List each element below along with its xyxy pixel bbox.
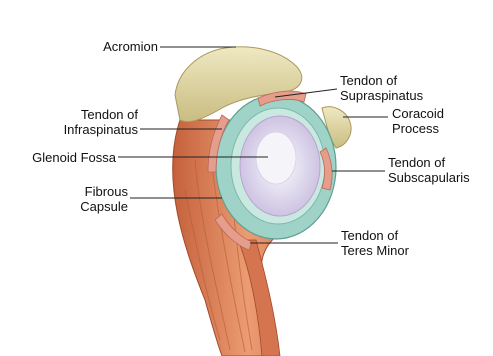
label-capsule-line2: Capsule [60, 199, 128, 214]
label-supraspinatus-line2: Supraspinatus [340, 88, 423, 103]
label-coracoid-line2: Process [392, 121, 444, 136]
label-teres: Tendon of Teres Minor [341, 228, 409, 258]
label-supraspinatus-line1: Tendon of [340, 73, 423, 88]
label-glenoid-text: Glenoid Fossa [2, 150, 116, 165]
label-subscapularis-line2: Subscapularis [388, 170, 470, 185]
label-acromion-text: Acromion [84, 39, 158, 54]
label-infraspinatus-line1: Tendon of [40, 107, 138, 122]
glenoid-center [256, 132, 296, 184]
label-glenoid: Glenoid Fossa [2, 150, 116, 165]
label-subscapularis-line1: Tendon of [388, 155, 470, 170]
label-infraspinatus-line2: Infraspinatus [40, 122, 138, 137]
label-capsule: Fibrous Capsule [60, 184, 128, 214]
label-coracoid-line1: Coracoid [392, 106, 444, 121]
label-teres-line2: Teres Minor [341, 243, 409, 258]
label-subscapularis: Tendon of Subscapularis [388, 155, 470, 185]
label-supraspinatus: Tendon of Supraspinatus [340, 73, 423, 103]
label-acromion: Acromion [84, 39, 158, 54]
label-teres-line1: Tendon of [341, 228, 409, 243]
label-capsule-line1: Fibrous [60, 184, 128, 199]
label-infraspinatus: Tendon of Infraspinatus [40, 107, 138, 137]
label-coracoid: Coracoid Process [392, 106, 444, 136]
